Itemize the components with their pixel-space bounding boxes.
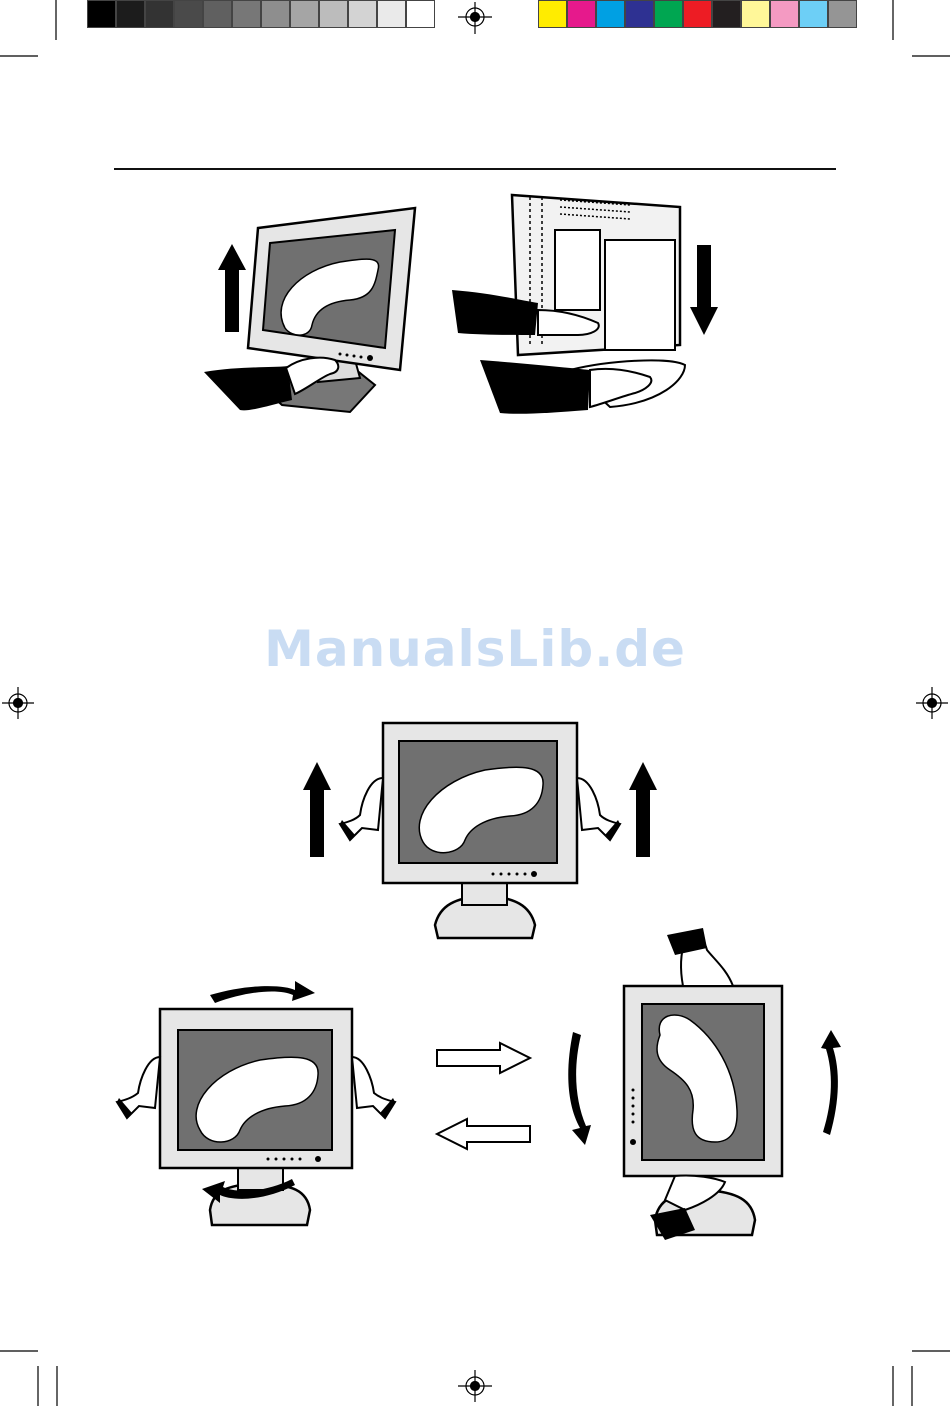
monitor-lift-icon bbox=[300, 720, 670, 945]
monitor-raise-icon bbox=[200, 200, 430, 420]
registration-target-icon bbox=[458, 1370, 492, 1402]
monitor-pivot-icon bbox=[555, 920, 855, 1245]
monitor-swivel-icon bbox=[110, 975, 395, 1230]
watermark: ManualsLib.de bbox=[0, 620, 950, 678]
registration-target-icon bbox=[458, 2, 492, 34]
header-rule bbox=[114, 168, 836, 170]
registration-target-icon bbox=[2, 687, 34, 719]
registration-target-icon bbox=[916, 687, 948, 719]
orientation-arrows-icon bbox=[430, 1040, 540, 1150]
stand-lock-icon bbox=[450, 185, 720, 420]
